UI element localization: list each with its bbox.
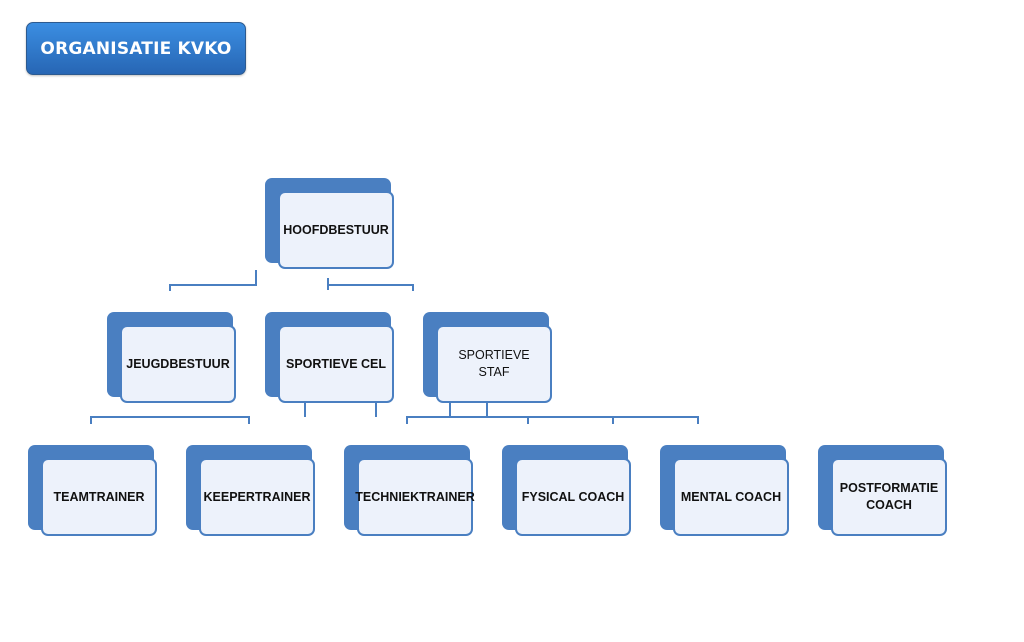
node-label: SPORTIEVE STAF [458,348,530,379]
node-mental-coach: MENTAL COACH [660,445,790,538]
node-label: TEAMTRAINER [53,489,145,504]
node-label: TECHNIEKTRAINER [355,489,475,504]
node-label: SPORTIEVE CEL [285,356,387,371]
node-fysical-coach: FYSICAL COACH [502,445,632,538]
connector-cel [304,402,377,417]
node-box: FYSICAL COACH [515,458,631,536]
node-sportieve-staf: SPORTIEVE STAF [423,312,553,405]
connector-staf [406,402,699,424]
node-label: JEUGDBESTUUR [126,356,230,371]
node-box: POSTFORMATIE COACH [831,458,947,536]
node-box: TECHNIEKTRAINER [355,458,475,536]
node-label: KEEPERTRAINER [203,489,311,504]
node-jeugdbestuur: JEUGDBESTUUR [107,312,237,405]
connector-root-left [169,270,257,291]
node-box: JEUGDBESTUUR [120,325,236,403]
node-label: FYSICAL COACH [521,489,625,504]
node-box: KEEPERTRAINER [199,458,315,536]
node-box: SPORTIEVE STAF [436,325,552,403]
connector-jeugd [90,416,250,424]
node-techniektrainer: TECHNIEKTRAINER [344,445,475,538]
node-hoofdbestuur: HOOFDBESTUUR [265,178,395,271]
node-box: TEAMTRAINER [41,458,157,536]
node-teamtrainer: TEAMTRAINER [28,445,158,538]
node-label: POSTFORMATIE COACH [839,481,939,512]
node-label: MENTAL COACH [680,489,782,504]
node-box: HOOFDBESTUUR [278,191,394,269]
node-box: SPORTIEVE CEL [278,325,394,403]
page-title: ORGANISATIE KVKO [26,22,246,75]
connector-root-right [327,278,414,291]
node-postformatie-coach: POSTFORMATIE COACH [818,445,948,538]
node-box: MENTAL COACH [673,458,789,536]
node-keepertrainer: KEEPERTRAINER [186,445,316,538]
node-sportieve-cel: SPORTIEVE CEL [265,312,395,405]
node-label: HOOFDBESTUUR [283,222,389,237]
